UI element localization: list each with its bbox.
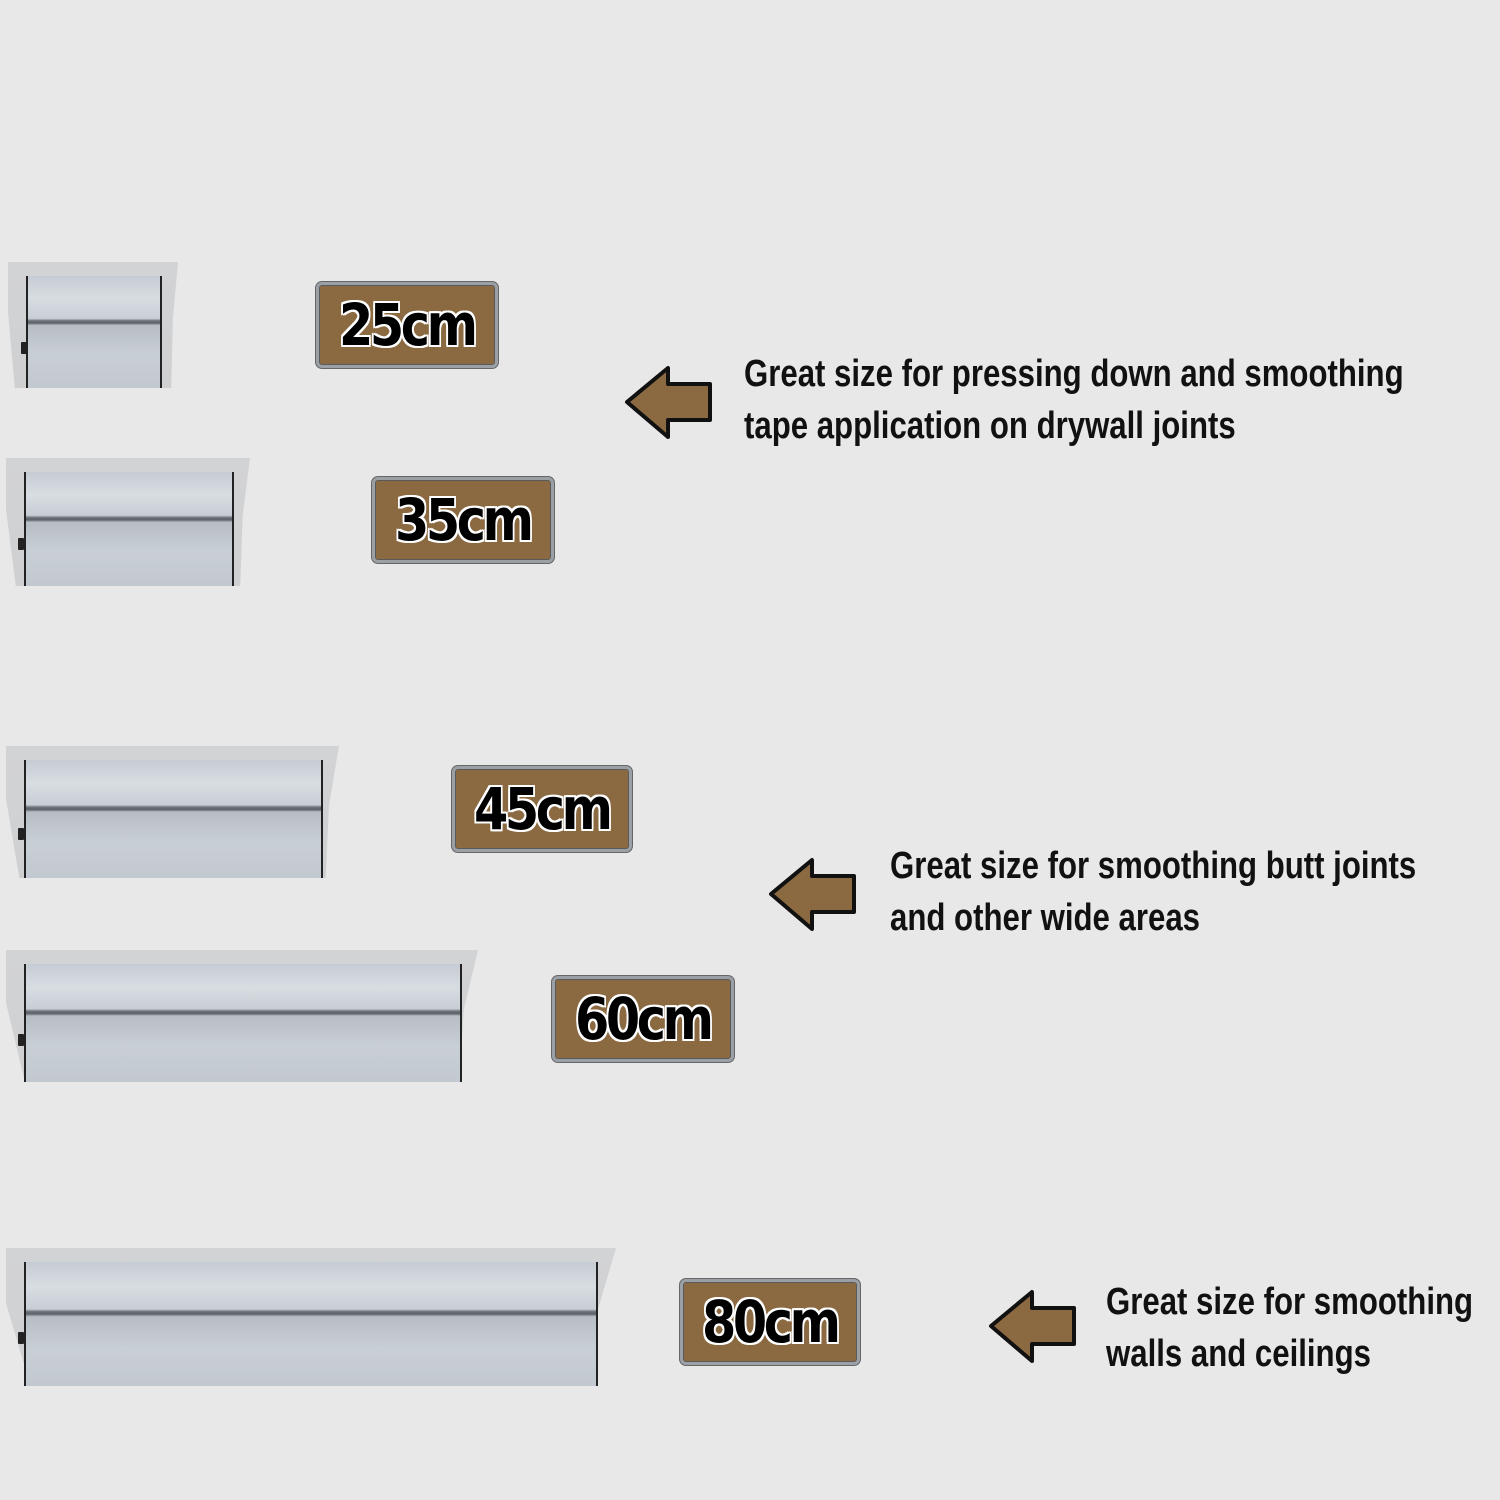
description-line: and other wide areas [890,897,1200,939]
description-small-sizes: Great size for pressing down and smoothi… [744,348,1404,452]
blade-knob [18,828,24,840]
size-badge-45cm: 45cm [452,766,632,852]
size-badge-60cm: 60cm [552,976,734,1062]
description-medium-sizes: Great size for smoothing butt joints and… [890,840,1416,944]
size-badge-25cm: 25cm [316,282,498,368]
size-label: 80cm [702,1288,841,1356]
left-arrow-icon [625,366,712,439]
blade-knob [18,1034,24,1046]
blade-knob [18,1332,24,1344]
description-line: walls and ceilings [1106,1333,1371,1375]
description-line: Great size for pressing down and smoothi… [744,353,1404,395]
description-large-sizes: Great size for smoothing walls and ceili… [1106,1276,1473,1380]
size-label: 35cm [395,486,534,554]
size-label: 60cm [575,985,714,1053]
blade-knob [18,538,24,550]
left-arrow-icon [989,1290,1076,1363]
blade-knob [21,342,27,354]
blade-handle [24,1262,598,1386]
left-arrow-icon [769,858,856,931]
blade-60cm-image [6,950,478,1082]
blade-45cm-image [6,746,339,878]
blade-handle [24,964,462,1082]
blade-handle [26,276,162,388]
blade-35cm-image [6,458,250,586]
blade-handle [24,472,234,586]
description-line: Great size for smoothing [1106,1281,1474,1323]
description-line: Great size for smoothing butt joints [890,845,1417,887]
blade-80cm-image [6,1248,616,1386]
description-line: tape application on drywall joints [744,405,1236,447]
size-badge-35cm: 35cm [372,477,554,563]
size-badge-80cm: 80cm [680,1279,860,1365]
blade-25cm-image [8,262,178,388]
size-label: 25cm [339,291,478,359]
size-label: 45cm [474,775,613,843]
blade-handle [24,760,323,878]
